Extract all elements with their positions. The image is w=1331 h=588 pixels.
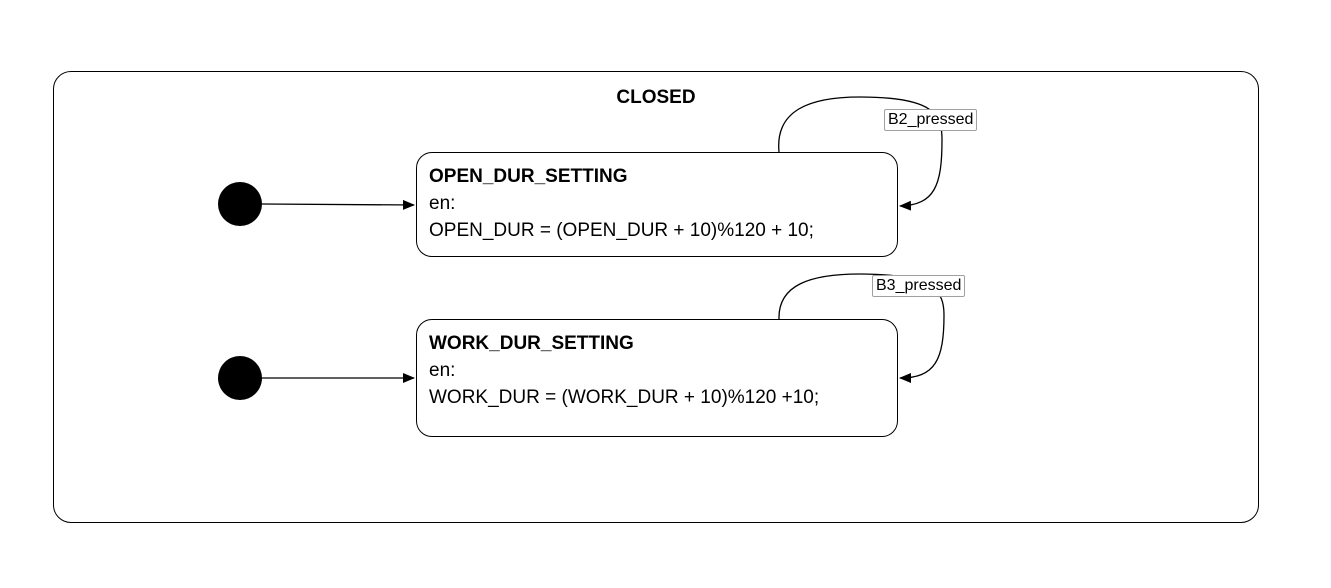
state-open-dur-setting[interactable]: OPEN_DUR_SETTING en: OPEN_DUR = (OPEN_DU… xyxy=(416,152,898,257)
initial-pseudostate-open[interactable] xyxy=(218,182,262,226)
state-name: WORK_DUR_SETTING xyxy=(429,333,634,354)
state-name: OPEN_DUR_SETTING xyxy=(429,166,628,187)
state-entry-label: en: xyxy=(429,360,456,381)
transition-label-b3-pressed[interactable]: B3_pressed xyxy=(872,275,966,297)
transition-label-b2-pressed[interactable]: B2_pressed xyxy=(884,109,978,131)
initial-transition-open xyxy=(261,199,415,210)
superstate-closed[interactable]: CLOSED xyxy=(53,71,1259,523)
state-work-dur-setting[interactable]: WORK_DUR_SETTING en: WORK_DUR = (WORK_DU… xyxy=(416,319,898,437)
superstate-title: CLOSED xyxy=(616,87,696,108)
initial-pseudostate-work[interactable] xyxy=(218,356,262,400)
self-transition-b2 xyxy=(778,96,943,211)
state-entry-action: WORK_DUR = (WORK_DUR + 10)%120 +10; xyxy=(429,387,820,408)
state-entry-label: en: xyxy=(429,193,456,214)
state-entry-action: OPEN_DUR = (OPEN_DUR + 10)%120 + 10; xyxy=(429,220,814,241)
